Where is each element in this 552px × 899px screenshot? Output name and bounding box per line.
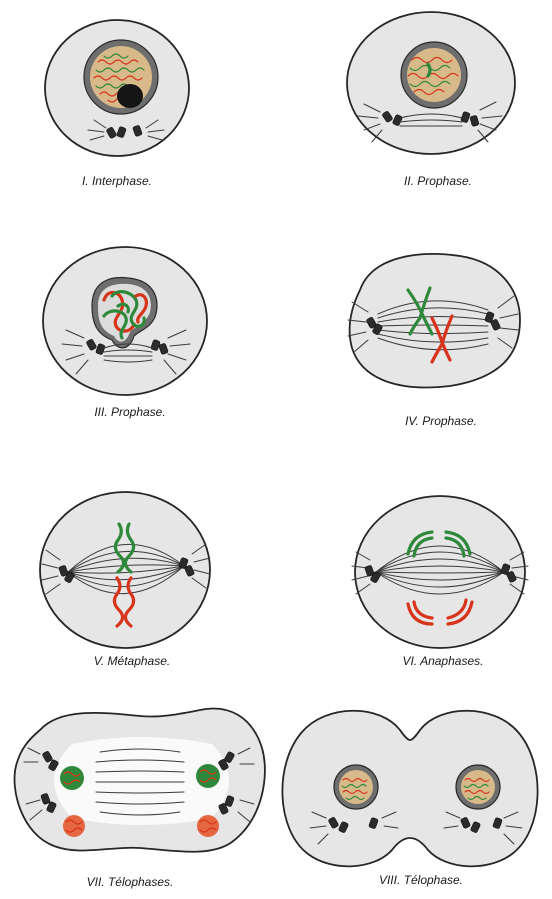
nucleolus — [117, 84, 143, 108]
caption-prophase-late: IV. Prophase. — [405, 414, 477, 428]
cell-prophase-early: II. Prophase. — [347, 12, 515, 188]
cell-metaphase: V. Métaphase. — [40, 492, 210, 668]
cell-anaphase: VI. Anaphases. — [352, 496, 528, 668]
daughter-nucleus-right — [456, 765, 500, 809]
caption-anaphase: VI. Anaphases. — [403, 654, 484, 668]
chromosome-cluster-red-left — [63, 815, 85, 837]
daughter-nucleus-left — [334, 765, 378, 809]
cell-prophase-mid: III. Prophase. — [43, 247, 207, 419]
nucleus — [407, 48, 461, 102]
cell-prophase-late: IV. Prophase. — [348, 254, 520, 428]
caption-prophase-mid: III. Prophase. — [94, 405, 165, 419]
caption-prophase-early: II. Prophase. — [404, 174, 472, 188]
chromosome-cluster-green-left — [60, 766, 84, 790]
chromosome-cluster-green-right — [196, 764, 220, 788]
chromosome-cluster-red-right — [197, 815, 219, 837]
caption-telophase-late: VIII. Télophase. — [379, 873, 463, 887]
caption-interphase: I. Interphase. — [82, 174, 152, 188]
caption-telophase-early: VII. Télophases. — [87, 875, 174, 889]
cell-telophase-early: VII. Télophases. — [15, 709, 265, 889]
cell-interphase: I. Interphase. — [45, 20, 189, 188]
caption-metaphase: V. Métaphase. — [94, 654, 171, 668]
cell-telophase-late: VIII. Télophase. — [282, 711, 537, 887]
